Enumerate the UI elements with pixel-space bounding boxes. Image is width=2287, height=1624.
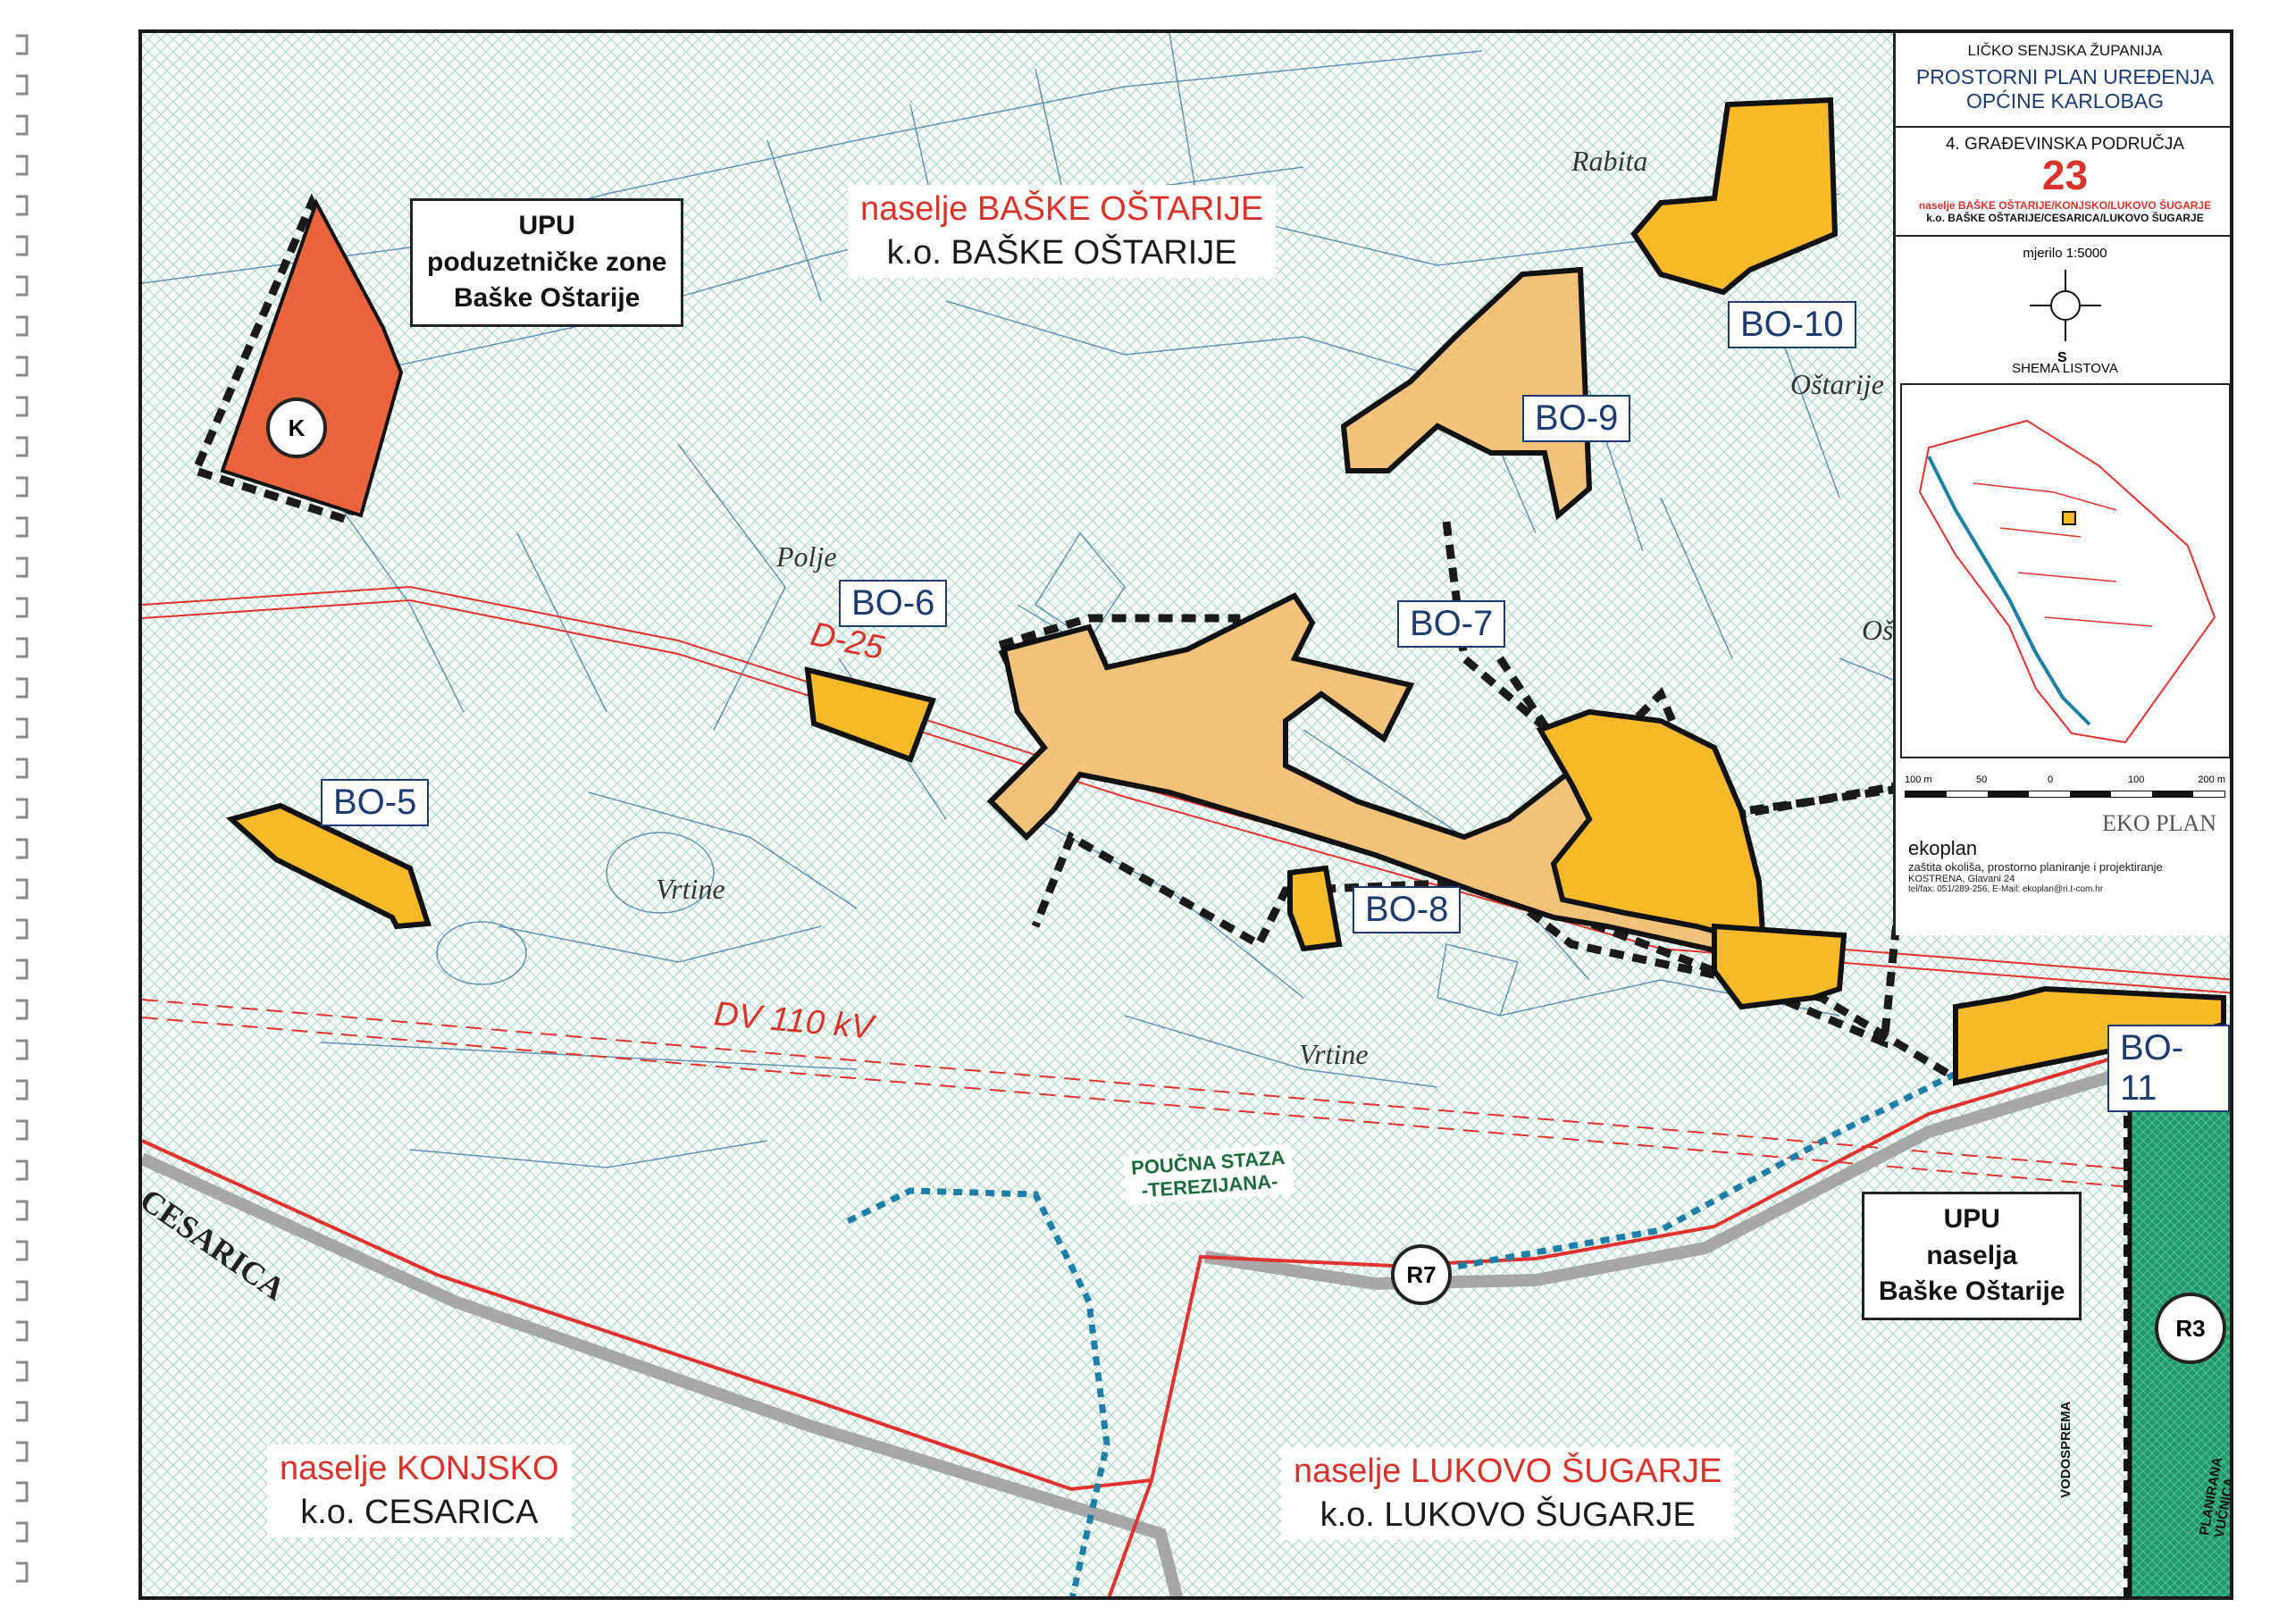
place-vrtine-right: Vrtine — [1299, 1038, 1369, 1070]
label-vodosprema: VODOSPREMA — [2058, 1401, 2073, 1498]
sheet-number: 23 — [2041, 152, 2089, 198]
grey-roads — [142, 1036, 2226, 1596]
place-vrtine-left: Vrtine — [656, 873, 725, 905]
plan-title-line1: PROSTORNI PLAN UREĐENJA — [1915, 65, 2215, 88]
firm-logo: EKO PLAN — [2102, 810, 2216, 836]
marker-r7: R7 — [1391, 1244, 1452, 1305]
marker-r3: R3 — [2155, 1293, 2226, 1364]
zone-label-bo-9: BO-9 — [1522, 395, 1631, 442]
north-letter: S — [2057, 350, 2067, 365]
firm-address: KOSTRENA, Glavani 24 — [1908, 874, 2015, 884]
scale-bar: 100 m 50 0 100 200 m — [1905, 774, 2225, 810]
north-arrow-icon — [2029, 270, 2101, 341]
settlement-lukovo-label: naselje LUKOVO ŠUGARJE k.o. LUKOVO ŠUGAR… — [1281, 1447, 1735, 1540]
county-label: LIČKO SENJSKA ŽUPANIJA — [1967, 42, 2163, 59]
place-ostarije-top: Oštarije — [1790, 368, 1884, 400]
marker-k: K — [266, 398, 327, 458]
place-rabita: Rabita — [1571, 145, 1648, 177]
upu-settlement-label: UPU naselja Baške Oštarije — [1862, 1192, 2082, 1320]
settlement-baske-label: naselje BAŠKE OŠTARIJE k.o. BAŠKE OŠTARI… — [848, 185, 1277, 278]
place-polje: Polje — [776, 540, 837, 573]
sheet-scheme-title: SHEMA LISTOVA — [2012, 361, 2118, 376]
binder-rings — [16, 34, 29, 1583]
zone-label-bo-11: BO-11 — [2107, 1025, 2230, 1112]
sheet-scheme-map — [1899, 383, 2230, 758]
zone-label-bo-5: BO-5 — [321, 779, 430, 826]
plan-title-line2: OPĆINE KARLOBAG — [1965, 89, 2165, 113]
firm-contact: tel/fax: 051/289-256, E-Mail: ekoplan@ri… — [1908, 884, 2104, 894]
title-block: LIČKO SENJSKA ŽUPANIJA PROSTORNI PLAN UR… — [1893, 33, 2230, 935]
upu-business-zone-label: UPU poduzetničke zone Baške Oštarije — [410, 198, 684, 327]
settlements-line: naselje BAŠKE OŠTARIJE/KONJSKO/LUKOVO ŠU… — [1918, 199, 2212, 212]
zone-label-bo-8: BO-8 — [1353, 886, 1462, 933]
firm-description: zaštita okoliša, prostorno planiranje i … — [1908, 860, 2163, 874]
settlement-konjsko-label: naselje KONJSKO k.o. CESARICA — [267, 1444, 572, 1537]
zone-label-bo-7: BO-7 — [1397, 600, 1506, 648]
scale-label: mjerilo 1:5000 — [2023, 246, 2107, 261]
zone-label-bo-6: BO-6 — [839, 580, 948, 627]
section-label: 4. GRAĐEVINSKA PODRUČJA — [1945, 135, 2185, 154]
cadastral-line: k.o. BAŠKE OŠTARIJE/CESARICA/LUKOVO ŠUGA… — [1926, 212, 2204, 224]
zone-label-bo-10: BO-10 — [1728, 301, 1856, 348]
firm-name: ekoplan — [1908, 837, 1978, 859]
cadastral-boundary — [142, 1023, 2224, 1596]
map-frame: K R7 R3 UPU poduzetničke zone Baške Ošta… — [138, 29, 2233, 1600]
